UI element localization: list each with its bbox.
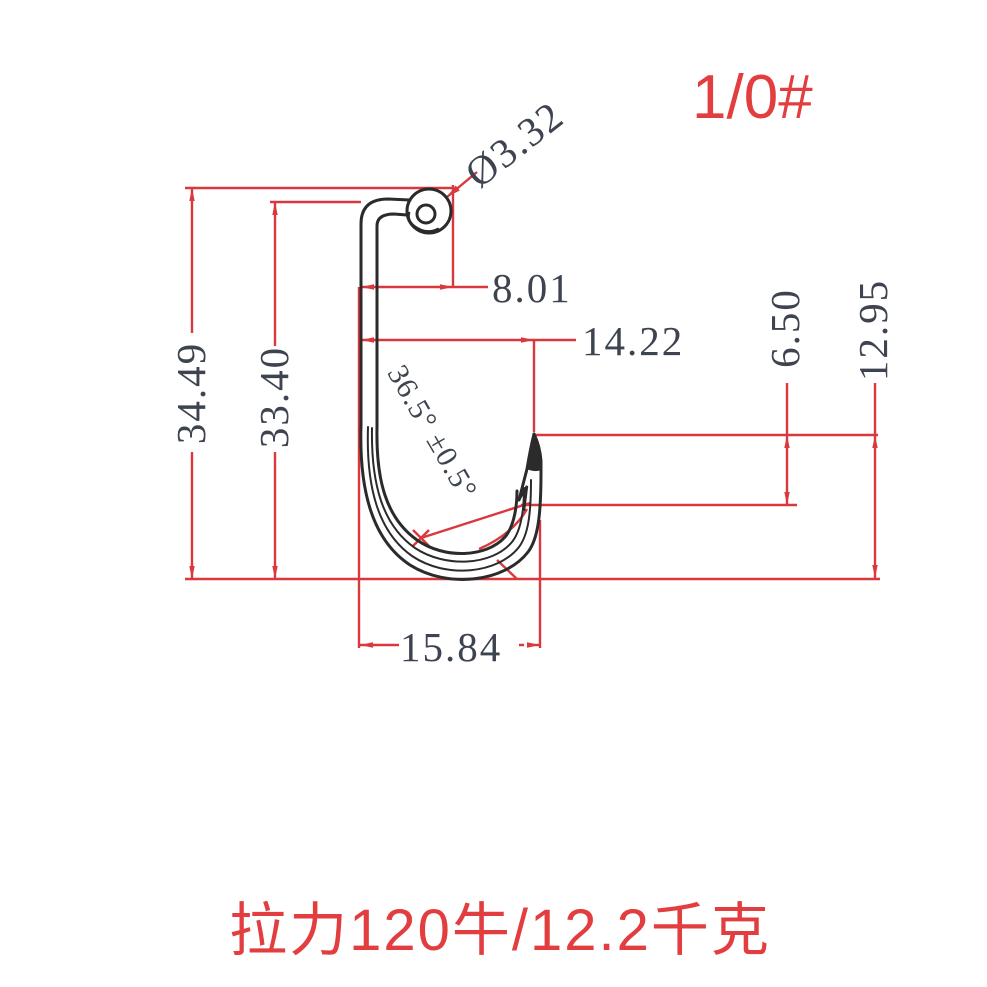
arrow-down-1295 (872, 565, 878, 578)
hook-bend-line2 (366, 426, 532, 572)
hook-size-title: 1/0# (692, 63, 813, 132)
pull-strength-caption: 拉力120牛/12.2千克 (229, 898, 771, 963)
arrow-right-1584 (527, 642, 540, 648)
arrow-down-650 (784, 492, 790, 505)
arrow-up-1295 (872, 435, 878, 448)
label-eye-diameter: Ø3.32 (456, 92, 572, 197)
arrow-up-34 (189, 188, 195, 201)
hook-bend-inner (375, 426, 519, 556)
arrow-left-801 (361, 284, 374, 290)
hook-eye-inner (415, 203, 437, 225)
arrow-up-650 (784, 435, 790, 448)
angle-leg-line (420, 501, 531, 540)
arrow-right-801 (440, 284, 453, 290)
label-tip-to-barb: 6.50 (762, 288, 808, 368)
hook-outline (359, 187, 543, 581)
arrow-down-33 (272, 566, 278, 579)
hook-point-fill (527, 434, 541, 472)
dimension-arrowheads (189, 185, 878, 648)
label-point-angle: 36.5° ±0.5° (381, 359, 484, 505)
hook-bend-line3 (370, 427, 525, 563)
arrow-eye-leader (447, 185, 460, 197)
arrow-right-1422 (521, 337, 534, 343)
hook-barb (517, 485, 529, 512)
arrow-up-33 (272, 202, 278, 215)
hook-shank-outer (359, 197, 412, 428)
label-overall-length: 34.49 (168, 342, 214, 444)
arrow-left-1584 (360, 642, 373, 648)
hook-shank-inner (375, 212, 409, 430)
hook-eye-outer (405, 187, 453, 235)
angle-cross-mark (412, 529, 430, 547)
dimension-labels: 8.01 14.22 34.49 33.40 6.50 12.95 15.84 … (168, 92, 896, 670)
arrow-down-34 (189, 566, 195, 579)
label-eye-width: 8.01 (492, 265, 572, 311)
label-bend-width: 15.84 (400, 624, 502, 670)
label-tip-to-bend-bottom: 12.95 (850, 279, 896, 381)
label-shank-length: 33.40 (251, 346, 297, 448)
hook-eye-curl (407, 211, 440, 233)
label-gape-width: 14.22 (582, 318, 684, 364)
arrow-left-1422 (361, 337, 374, 343)
